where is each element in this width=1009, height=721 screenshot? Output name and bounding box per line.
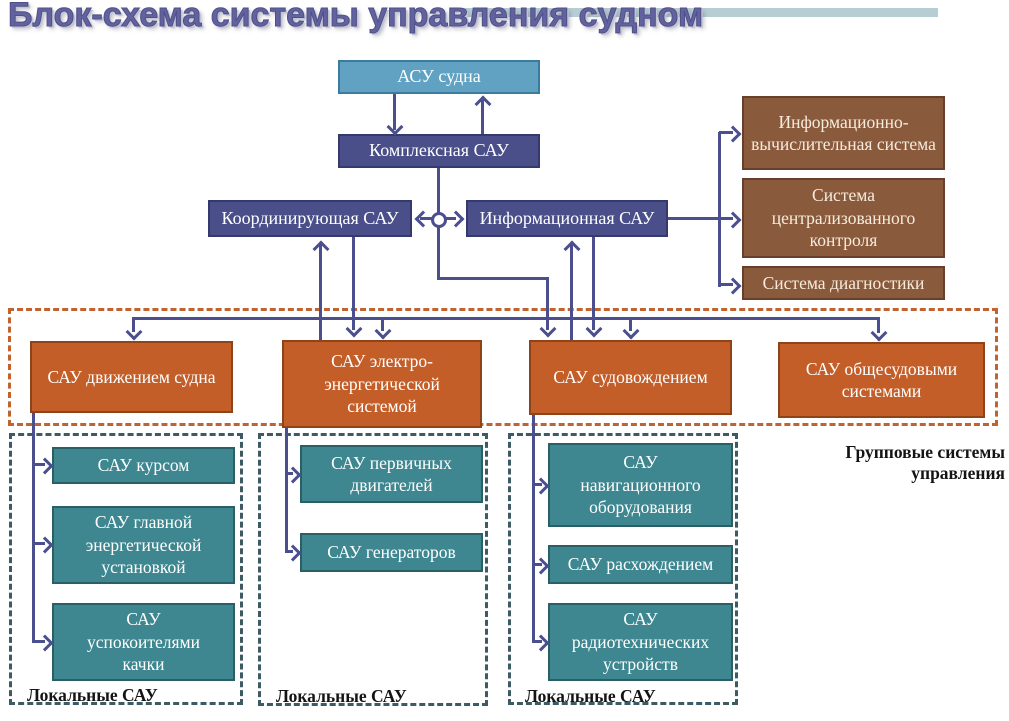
arrow-right-icon <box>724 211 742 229</box>
node-sau-uspokoitelyami-kachki: САУ успокоителями качки <box>52 603 235 681</box>
node-informatsionnaya-sau: Информационная САУ <box>466 200 668 237</box>
arrow-right-icon <box>724 125 742 143</box>
local-sau-label-1: Локальные САУ <box>27 685 158 705</box>
node-sau-generatorov: САУ генераторов <box>300 533 483 572</box>
group-systems-label: Групповые системы управления <box>845 442 1005 483</box>
group-systems-frame <box>8 308 998 426</box>
local-group-frame-1 <box>9 433 243 705</box>
arrow-right-icon <box>447 210 465 228</box>
arrow-left-icon <box>414 210 432 228</box>
node-sau-glavnoy-energeticheskoy-ustanovkoy: САУ главной энергетической установкой <box>52 506 235 584</box>
page-title: Блок-схема системы управления судном <box>7 0 704 35</box>
connector-line <box>444 217 456 220</box>
node-sau-sudovozhdeniem: САУ судовождением <box>529 340 732 415</box>
node-sau-elektroenergeticheskoy-sistemoy: САУ электро-энергетической системой <box>282 340 482 428</box>
connector-line <box>32 413 35 642</box>
connector-line <box>132 317 880 320</box>
title-accent-bar <box>460 8 938 17</box>
connector-line <box>718 132 721 287</box>
connector-line <box>570 244 573 340</box>
node-sistema-diagnostiki: Система диагностики <box>742 266 945 300</box>
connector-line <box>393 94 396 130</box>
connector-line <box>32 542 45 545</box>
node-sau-navigatsionnogo-oborudovaniya: САУ навигационного оборудования <box>548 443 733 527</box>
connector-line <box>629 317 632 331</box>
connector-line <box>719 131 733 134</box>
arrow-up-icon <box>474 95 492 113</box>
connector-line <box>352 237 355 330</box>
connector-line <box>32 640 45 643</box>
connector-line <box>285 472 293 475</box>
connector-line <box>668 217 720 220</box>
arrow-down-icon <box>386 118 404 136</box>
connector-line <box>532 563 542 566</box>
connector-line <box>532 415 535 642</box>
local-sau-label-3: Локальные САУ <box>525 686 656 706</box>
node-sau-pervichnykh-dvigateley: САУ первичных двигателей <box>300 445 483 503</box>
connector-line <box>877 317 880 333</box>
node-koordiniruyushchaya-sau: Координирующая САУ <box>208 200 412 237</box>
node-asu-sudna: АСУ судна <box>338 60 540 94</box>
connector-line <box>132 317 135 332</box>
node-sau-obshchesudovymi-sistemami: САУ общесудовыми системами <box>778 342 985 418</box>
local-group-frame-2 <box>258 433 488 706</box>
connector-line <box>532 483 542 486</box>
connector-line <box>546 277 549 330</box>
arrow-up-icon <box>563 240 581 258</box>
node-sau-raskhozhdeniem: САУ расхождением <box>548 545 733 584</box>
node-sau-kursom: САУ курсом <box>52 447 235 484</box>
arrow-right-icon <box>724 277 742 295</box>
connector-line <box>437 277 548 280</box>
connector-line <box>719 217 733 220</box>
node-sau-radiotekhnicheskikh-ustroystv: САУ радиотехнических устройств <box>548 603 733 681</box>
connector-line <box>532 640 542 643</box>
connector-line <box>319 244 322 341</box>
node-kompleksnaya-sau: Комплексная САУ <box>338 134 540 168</box>
connector-line <box>437 224 440 280</box>
node-sistema-tsentralizovannogo-kontrolya: Система централизованного контроля <box>742 178 945 258</box>
connector-line <box>437 168 440 214</box>
connector-line <box>420 217 432 220</box>
connector-line <box>481 100 484 134</box>
junction-circle <box>431 212 447 228</box>
local-sau-label-2: Локальные САУ <box>276 686 407 706</box>
connector-line <box>285 550 293 553</box>
connector-line <box>381 317 384 331</box>
connector-line <box>592 237 595 330</box>
node-sau-dvizheniem-sudna: САУ движением судна <box>30 341 233 413</box>
connector-line <box>285 428 288 552</box>
arrow-up-icon <box>312 240 330 258</box>
node-info-vychislitelnaya-sistema: Информационно-вычислительная система <box>742 96 945 170</box>
local-group-frame-3 <box>508 433 738 705</box>
connector-line <box>719 283 733 286</box>
connector-line <box>32 463 45 466</box>
